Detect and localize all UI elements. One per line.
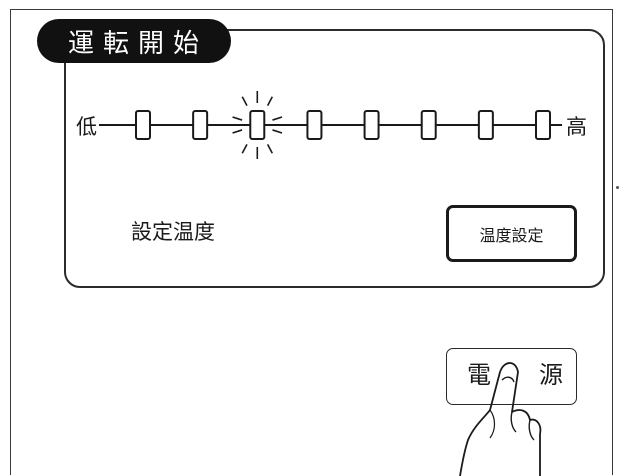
level-box-6 <box>420 110 437 140</box>
blink-ray <box>272 129 283 134</box>
level-box-8 <box>535 110 551 140</box>
blink-ray <box>266 144 274 154</box>
blink-ray <box>241 96 248 106</box>
power-button-label-1: 電 <box>467 361 491 389</box>
temperature-setting-button[interactable]: 温度設定 <box>446 205 577 262</box>
blink-rays-icon <box>232 91 283 159</box>
panel-title: 運転開始 <box>37 19 231 63</box>
level-box-4 <box>306 110 323 140</box>
power-button-label-2: 源 <box>539 361 563 389</box>
edge-mark <box>616 186 619 189</box>
level-box-7 <box>477 110 494 140</box>
level-box-1 <box>135 110 151 140</box>
blink-ray <box>232 116 243 121</box>
operation-panel <box>64 29 605 288</box>
outer-frame <box>10 9 613 475</box>
blink-ray <box>232 129 243 134</box>
level-box-5 <box>363 110 380 140</box>
high-label: 高 <box>566 115 587 139</box>
low-label: 低 <box>76 115 97 139</box>
level-box-3 <box>249 110 266 140</box>
blink-ray <box>272 116 283 121</box>
level-box-2 <box>192 110 209 140</box>
blink-ray <box>266 96 274 106</box>
set-temperature-label: 設定温度 <box>131 220 215 244</box>
blink-ray <box>241 144 248 154</box>
